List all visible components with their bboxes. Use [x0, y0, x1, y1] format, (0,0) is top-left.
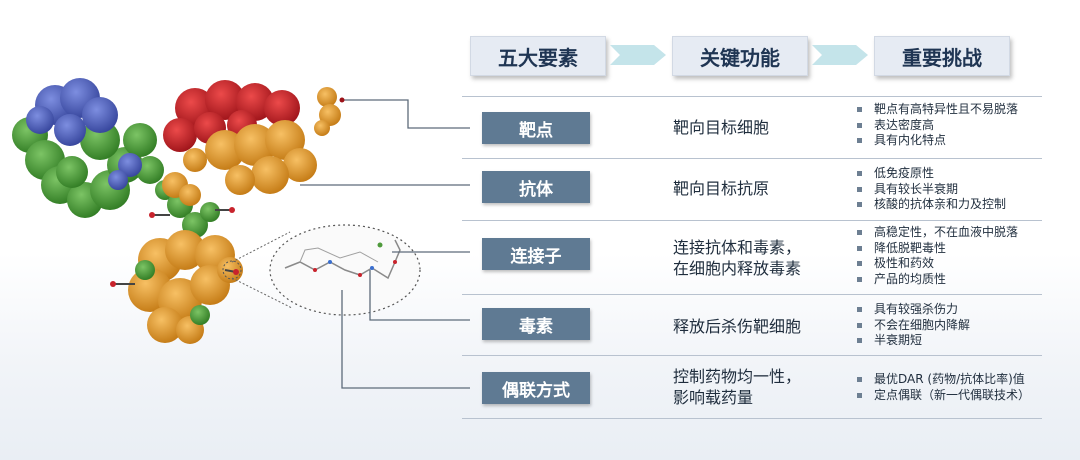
challenge-item: 不会在细胞内降解: [857, 318, 1057, 334]
function-line: 在细胞内释放毒素: [673, 259, 802, 278]
bullet-icon: [857, 377, 862, 383]
bullet-icon: [857, 338, 862, 344]
challenge-item: 靶点有高特异性且不易脱落: [857, 102, 1057, 118]
bullet-icon: [857, 202, 862, 208]
antibody-right-arm: [163, 80, 341, 195]
bullet-icon: [857, 276, 862, 282]
challenge-list: 具有较强杀伤力 不会在细胞内降解 半衰期短: [857, 302, 1057, 349]
challenge-list: 低免疫原性 具有较长半衰期 核酸的抗体亲和力及控制: [857, 166, 1057, 213]
function-line: 影响载药量: [673, 388, 754, 407]
bullet-icon: [857, 186, 862, 192]
challenge-list: 最优DAR (药物/抗体比率)值 定点偶联（新一代偶联技术）: [857, 372, 1057, 403]
function-line: 控制药物均一性，: [673, 367, 802, 386]
challenge-list: 高稳定性，不在血液中脱落 降低脱靶毒性 极性和药效 产品的均质性: [857, 225, 1057, 287]
bullet-icon: [857, 307, 862, 313]
bullet-icon: [857, 107, 862, 113]
challenge-item: 具有内化特点: [857, 133, 1057, 149]
function-text: 连接抗体和毒素， 在细胞内释放毒素: [673, 237, 838, 279]
divider: [462, 96, 1042, 97]
function-text: 靶向目标抗原: [673, 178, 838, 199]
header-key-function: 关键功能: [672, 36, 808, 76]
challenge-item: 核酸的抗体亲和力及控制: [857, 197, 1057, 213]
connector-lines: [300, 99, 470, 389]
element-badge-antibody: 抗体: [482, 171, 590, 203]
function-text: 靶向目标细胞: [673, 117, 838, 138]
divider: [462, 355, 1042, 356]
antibody-fc-region: [128, 172, 243, 344]
element-badge-target: 靶点: [482, 112, 590, 144]
challenge-item: 产品的均质性: [857, 272, 1057, 288]
linker-zoom-ellipse: [231, 224, 421, 316]
challenge-item: 高稳定性，不在血液中脱落: [857, 225, 1057, 241]
bullet-icon: [857, 392, 862, 398]
challenge-item: 表达密度高: [857, 118, 1057, 134]
challenge-item: 具有较长半衰期: [857, 182, 1057, 198]
challenge-item: 降低脱靶毒性: [857, 241, 1057, 257]
chevron-right-icon: [610, 45, 666, 65]
element-badge-toxin: 毒素: [482, 308, 590, 340]
bullet-icon: [857, 322, 862, 328]
challenge-item: 半衰期短: [857, 333, 1057, 349]
bullet-icon: [857, 171, 862, 177]
divider: [462, 158, 1042, 159]
element-badge-conjugation: 偶联方式: [482, 372, 590, 404]
header-challenges: 重要挑战: [874, 36, 1010, 76]
divider: [462, 418, 1042, 419]
function-line: 靶向目标细胞: [673, 118, 770, 137]
divider: [462, 220, 1042, 221]
element-badge-linker: 连接子: [482, 238, 590, 270]
bullet-icon: [857, 261, 862, 267]
bullet-icon: [857, 230, 862, 236]
bullet-icon: [857, 138, 862, 144]
divider: [462, 294, 1042, 295]
target-antigen: [314, 87, 341, 136]
challenge-item: 低免疫原性: [857, 166, 1057, 182]
challenge-item: 具有较强杀伤力: [857, 302, 1057, 318]
antibody-illustration: [12, 78, 470, 389]
payload-sticks: [113, 209, 237, 285]
function-text: 释放后杀伤靶细胞: [673, 316, 838, 337]
function-text: 控制药物均一性， 影响载药量: [673, 366, 838, 408]
function-line: 连接抗体和毒素，: [673, 238, 802, 257]
bullet-icon: [857, 245, 862, 251]
header-five-elements: 五大要素: [470, 36, 606, 76]
challenge-item: 最优DAR (药物/抗体比率)值: [857, 372, 1057, 388]
bullet-icon: [857, 122, 862, 128]
challenge-list: 靶点有高特异性且不易脱落 表达密度高 具有内化特点: [857, 102, 1057, 149]
challenge-item: 极性和药效: [857, 256, 1057, 272]
function-line: 释放后杀伤靶细胞: [673, 317, 802, 336]
antibody-left-arm: [12, 78, 175, 218]
chevron-right-icon: [812, 45, 868, 65]
challenge-item: 定点偶联（新一代偶联技术）: [857, 388, 1057, 404]
function-line: 靶向目标抗原: [673, 179, 770, 198]
